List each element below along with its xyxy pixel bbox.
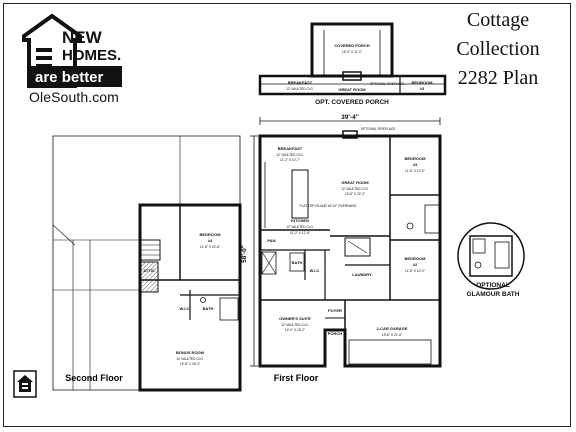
- website-text: OleSouth.com: [29, 89, 119, 105]
- opt-great-room: GREAT ROOM: [338, 87, 366, 92]
- ff-garage-size: 19'-8" X 21'-8": [382, 333, 402, 337]
- sf-attic: ATTIC: [143, 268, 155, 273]
- ff-width-dim: 39'-4": [341, 114, 359, 121]
- ff-breakfast-size: 11'-2" X 10'-7": [280, 158, 300, 162]
- ff-breakfast-detail: 12' VAULTED CLG.: [276, 153, 304, 157]
- ff-bedroom3-number: #3: [413, 162, 418, 167]
- ff-bath: BATH: [292, 260, 303, 265]
- opt-bedroom3-number: #3: [420, 86, 425, 91]
- opt-breakfast-detail: 12' VAULTED CLG.: [286, 87, 314, 91]
- title-line-1: Cottage: [466, 9, 530, 31]
- ff-great-room-size: 15'-8" X 22'-2": [345, 192, 365, 196]
- ff-bedroom3-size: 11'-8" X 12'-0": [405, 169, 425, 173]
- opt-porch-caption: OPT. COVERED PORCH: [315, 99, 389, 106]
- page-frame: [3, 3, 571, 427]
- ff-fireplace-note: OPTIONAL FIREPLACE: [361, 127, 396, 131]
- first-floor-plan: [250, 117, 442, 368]
- logo-homes-text: HOMES.: [62, 47, 121, 64]
- opt-porch-size: 16'-0" X 11'-0": [342, 50, 362, 54]
- ff-bedroom2-number: #2: [413, 262, 418, 267]
- ff-owners-suite-size: 14'-0" X 15'-2": [285, 328, 305, 332]
- sf-bedroom4-name: BEDROOM: [200, 232, 222, 237]
- ff-kitchen-size: 11'-2" X 12'-8": [290, 231, 310, 235]
- ff-wic: W.I.C.: [310, 268, 321, 273]
- sf-bonus-name: BONUS ROOM: [176, 350, 205, 355]
- opt-bedroom3-name: BEDROOM: [412, 80, 434, 85]
- ff-porch: PORCH: [328, 331, 343, 336]
- second-floor-plan: [52, 135, 242, 392]
- opt-fireplace: OPTIONAL FIREPLACE: [370, 82, 405, 86]
- sf-bath: BATH: [203, 306, 214, 311]
- sf-bonus-detail: 10' VAULTED CLG.: [176, 357, 204, 361]
- glamour-bath-line1: OPTIONAL: [476, 282, 510, 289]
- glamour-bath-inset: [457, 222, 525, 290]
- second-floor-caption: Second Floor: [65, 373, 123, 383]
- title-line-2: Collection: [456, 38, 540, 60]
- attic-hatch: [139, 261, 159, 293]
- sf-wic: W.I.C.: [180, 306, 191, 311]
- ff-kitchen-detail: 12' VAULTED CLG.: [286, 225, 314, 229]
- opt-breakfast-name: BREAKFAST: [288, 80, 313, 85]
- ff-owners-suite-name: OWNER'S SUITE: [279, 316, 311, 321]
- logo-new-text: NEW: [62, 28, 103, 47]
- ff-great-room-name: GREAT ROOM: [341, 180, 369, 185]
- ff-kitchen-name: KITCHEN: [291, 218, 309, 223]
- first-floor-caption: First Floor: [274, 373, 319, 383]
- ff-garage-name: 2-CAR GARAGE: [377, 326, 408, 331]
- opt-porch-name: COVERED PORCH: [334, 43, 369, 48]
- sf-bedroom4-number: #4: [208, 238, 213, 243]
- optional-porch-plan: [258, 22, 447, 96]
- ff-laundry: LAUNDRY: [352, 272, 372, 277]
- title-line-3: 2282 Plan: [457, 67, 539, 89]
- ff-foyer: FOYER: [328, 308, 342, 313]
- ff-great-room-detail: 12' VAULTED CLG.: [341, 187, 369, 191]
- glamour-bath-line2: GLAMOUR BATH: [467, 291, 520, 298]
- sf-bedroom4-size: 11'-8" X 15'-8": [200, 245, 220, 249]
- equal-housing-icon: [13, 370, 37, 398]
- logo-tagline: are better: [35, 69, 104, 86]
- new-homes-logo: NEW HOMES. are better: [22, 14, 122, 88]
- ff-island-note: FLAT TOP ISLAND W/ 12" OVERHANG: [300, 204, 357, 208]
- ff-pantry: PAN.: [267, 238, 276, 243]
- ff-depth-dim: 58'-0": [241, 245, 248, 263]
- sf-bonus-size: 15'-8" X 18'-3": [180, 362, 200, 366]
- ff-bedroom2-size: 11'-8" X 12'-0": [405, 269, 425, 273]
- ff-owners-suite-detail: 12' VAULTED CLG.: [281, 323, 309, 327]
- ff-breakfast-name: BREAKFAST: [278, 146, 303, 151]
- ff-bedroom3-name: BEDROOM: [405, 156, 427, 161]
- ff-bedroom2-name: BEDROOM: [405, 256, 427, 261]
